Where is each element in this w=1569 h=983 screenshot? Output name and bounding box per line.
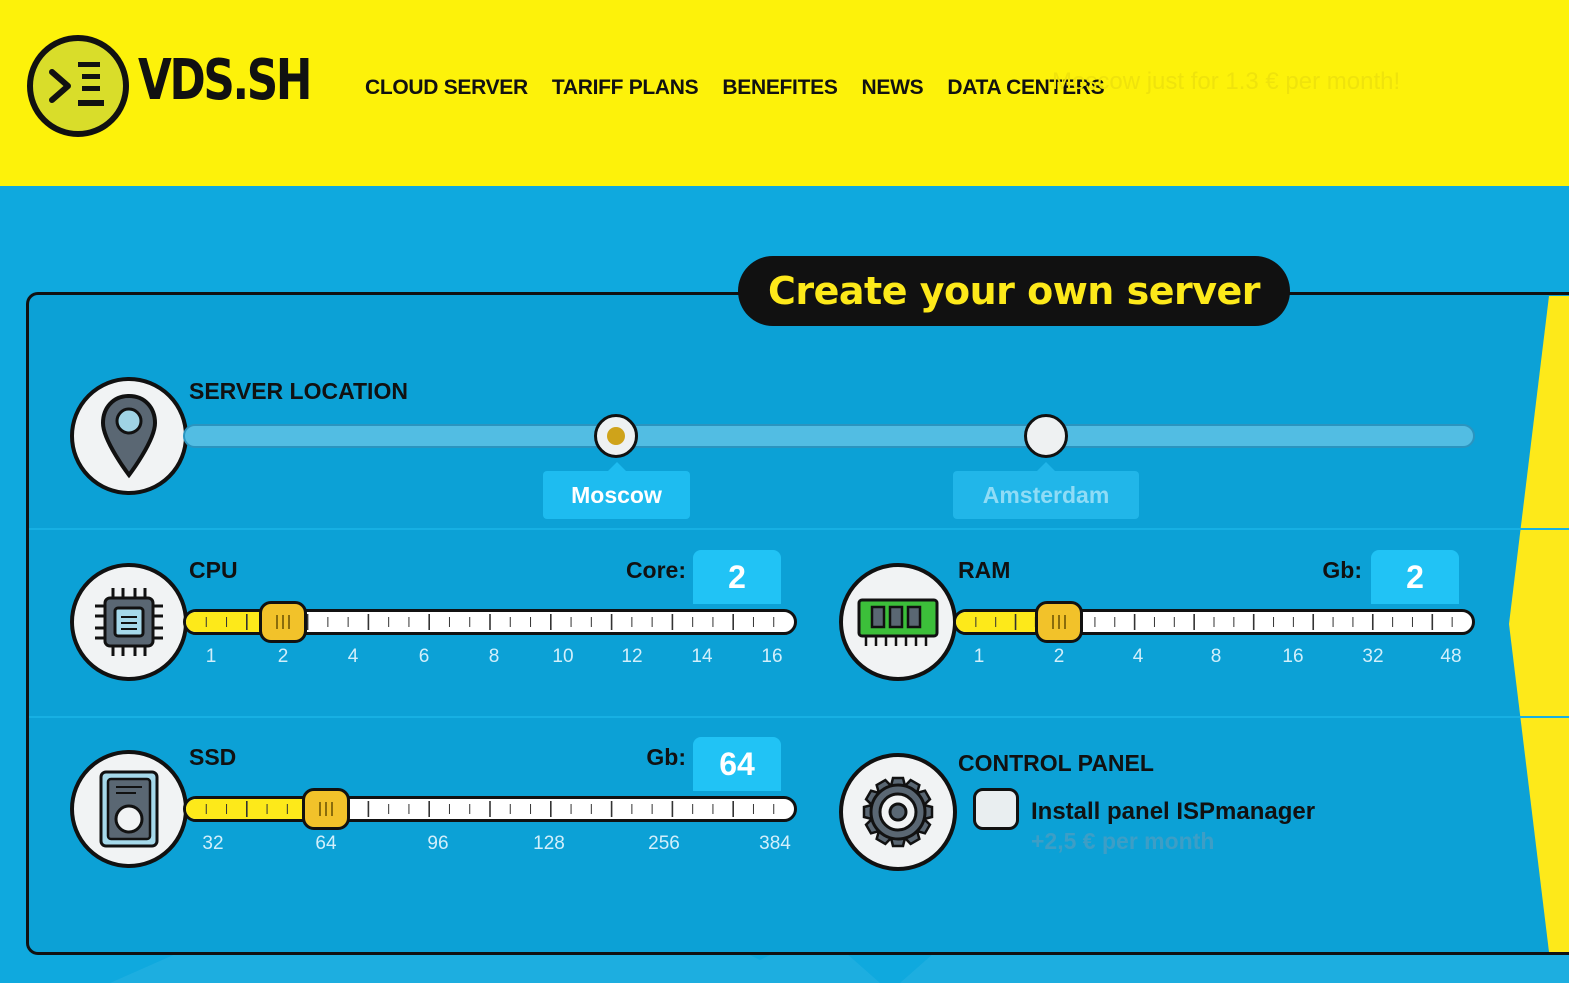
main-nav: CLOUD SERVER TARIFF PLANS BENEFITES NEWS… bbox=[365, 76, 1105, 100]
ram-module-icon bbox=[857, 598, 939, 646]
install-panel-checkbox[interactable] bbox=[973, 788, 1019, 830]
server-location-label: SERVER LOCATION bbox=[189, 378, 408, 404]
cpu-icon-circle bbox=[70, 563, 188, 681]
ssd-unit-label: Gb: bbox=[646, 744, 686, 770]
install-panel-price: +2,5 € per month bbox=[1031, 828, 1215, 854]
ram-tick-label: 32 bbox=[1362, 646, 1384, 667]
ram-icon-circle bbox=[839, 563, 957, 681]
location-option-amsterdam[interactable] bbox=[1024, 414, 1068, 458]
cpu-tick-label: 6 bbox=[418, 646, 430, 667]
panel-yellow-edge bbox=[1509, 296, 1569, 952]
cpu-value-box[interactable]: 2 bbox=[693, 550, 781, 604]
ram-tick-label: 4 bbox=[1132, 646, 1144, 667]
ram-slider-ticks bbox=[975, 614, 1453, 630]
cpu-tick-label: 2 bbox=[277, 646, 289, 667]
ram-tick-label: 2 bbox=[1053, 646, 1065, 667]
cpu-unit-label: Core: bbox=[625, 557, 686, 583]
ssd-tick-label: 384 bbox=[759, 833, 791, 854]
ssd-slider-ticks bbox=[205, 801, 775, 817]
row-divider bbox=[29, 716, 1569, 718]
hard-drive-icon bbox=[99, 770, 159, 848]
row-divider bbox=[29, 528, 1569, 530]
configurator-title: Create your own server bbox=[738, 256, 1290, 326]
ssd-label: SSD bbox=[189, 744, 237, 770]
ssd-tick-label: 128 bbox=[533, 833, 565, 854]
cpu-chip-icon bbox=[95, 588, 163, 656]
location-tag-amsterdam[interactable]: Amsterdam bbox=[953, 462, 1139, 519]
cpu-slider-thumb[interactable] bbox=[259, 601, 307, 643]
ssd-tick-label: 256 bbox=[648, 833, 680, 854]
logo-icon[interactable] bbox=[26, 34, 130, 138]
ram-slider-track[interactable] bbox=[953, 609, 1475, 635]
ram-tick-label: 16 bbox=[1282, 646, 1304, 667]
cpu-tick-label: 16 bbox=[761, 646, 783, 667]
ram-tick-label: 48 bbox=[1440, 646, 1462, 667]
nav-cloud-server[interactable]: CLOUD SERVER bbox=[365, 76, 528, 99]
cpu-label: CPU bbox=[189, 557, 238, 583]
configurator-title-text: Create your own server bbox=[767, 269, 1261, 313]
nav-data-centers[interactable]: DATA CENTERS bbox=[947, 76, 1105, 99]
cpu-slider-ticks bbox=[205, 614, 775, 630]
cpu-tick-label: 4 bbox=[347, 646, 359, 667]
ram-unit-label: Gb: bbox=[1322, 557, 1362, 583]
control-panel-label: CONTROL PANEL bbox=[958, 750, 1154, 776]
cpu-tick-label: 1 bbox=[205, 646, 217, 667]
logo-text[interactable]: VDS.SH bbox=[138, 48, 312, 113]
location-tag-moscow-text: Moscow bbox=[571, 481, 662, 508]
ssd-slider-thumb[interactable] bbox=[302, 788, 350, 830]
nav-tariff-plans[interactable]: TARIFF PLANS bbox=[551, 76, 699, 99]
ssd-tick-label: 32 bbox=[202, 833, 224, 854]
ram-tick-label: 8 bbox=[1210, 646, 1222, 667]
location-slider-track[interactable] bbox=[183, 424, 1475, 448]
control-panel-icon-circle bbox=[839, 753, 957, 871]
nav-news[interactable]: NEWS bbox=[861, 76, 924, 99]
location-option-moscow[interactable] bbox=[594, 414, 638, 458]
cpu-tick-label: 12 bbox=[621, 646, 643, 667]
cpu-tick-label: 8 bbox=[488, 646, 500, 667]
ram-tick-label: 1 bbox=[973, 646, 985, 667]
ram-label: RAM bbox=[958, 557, 1011, 583]
nav-benefites[interactable]: BENEFITES bbox=[722, 76, 838, 99]
ssd-value-box[interactable]: 64 bbox=[693, 737, 781, 791]
ram-value-box[interactable]: 2 bbox=[1371, 550, 1459, 604]
map-pin-icon bbox=[100, 393, 158, 479]
location-tag-moscow[interactable]: Moscow bbox=[543, 462, 690, 519]
site-header: VDS.SH CLOUD SERVER TARIFF PLANS BENEFIT… bbox=[0, 0, 1569, 186]
gear-icon bbox=[862, 776, 934, 848]
ram-slider-thumb[interactable] bbox=[1035, 601, 1083, 643]
ssd-tick-label: 96 bbox=[427, 833, 449, 854]
cpu-tick-label: 10 bbox=[552, 646, 574, 667]
ssd-tick-label: 64 bbox=[315, 833, 337, 854]
ssd-slider-fill bbox=[186, 799, 326, 819]
cpu-tick-label: 14 bbox=[691, 646, 713, 667]
location-icon-circle bbox=[70, 377, 188, 495]
install-panel-text[interactable]: Install panel ISPmanager bbox=[1031, 798, 1316, 825]
ssd-icon-circle bbox=[70, 750, 188, 868]
promo-text: Moscow just for 1.3 € per month! bbox=[1052, 68, 1401, 95]
ssd-slider-track[interactable] bbox=[183, 796, 797, 822]
location-tag-amsterdam-text: Amsterdam bbox=[982, 481, 1110, 508]
